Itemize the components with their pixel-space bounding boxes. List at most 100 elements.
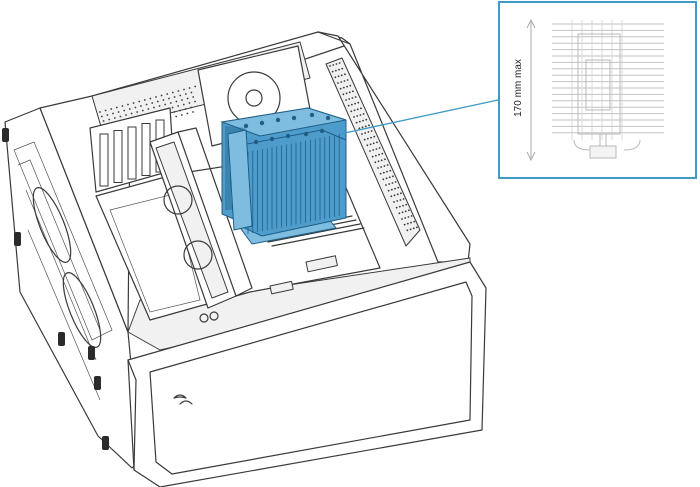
mesh-hole bbox=[352, 90, 354, 93]
vent-hole bbox=[117, 111, 120, 113]
mesh-hole bbox=[329, 65, 331, 67]
vent-hole bbox=[145, 103, 148, 106]
mesh-hole bbox=[406, 229, 409, 232]
mesh-hole bbox=[332, 64, 335, 66]
vent-hole bbox=[171, 106, 174, 109]
heatpipe-cap bbox=[259, 120, 265, 126]
vent-hole bbox=[127, 103, 129, 106]
vent-hole bbox=[108, 118, 111, 121]
vent-hole bbox=[115, 106, 118, 109]
mesh-hole bbox=[372, 142, 375, 145]
cooler-fan bbox=[227, 129, 253, 231]
mesh-hole bbox=[386, 164, 389, 166]
mesh-hole bbox=[357, 101, 360, 104]
mesh-hole bbox=[401, 211, 404, 214]
mesh-hole bbox=[360, 107, 362, 110]
mesh-hole bbox=[408, 209, 410, 212]
mesh-hole bbox=[376, 141, 378, 144]
mesh-hole bbox=[353, 116, 355, 118]
mesh-hole bbox=[361, 126, 364, 129]
mesh-hole bbox=[356, 115, 359, 117]
mesh-hole bbox=[339, 87, 342, 90]
fractal-logo-icon bbox=[173, 394, 193, 405]
side-mesh bbox=[325, 57, 421, 247]
mesh-hole bbox=[400, 192, 402, 195]
vent-hole bbox=[166, 93, 169, 95]
vent-hole bbox=[100, 115, 103, 118]
vent-hole bbox=[130, 112, 133, 115]
vent-hole bbox=[188, 87, 191, 89]
mesh-hole bbox=[378, 147, 381, 149]
mesh-hole bbox=[331, 70, 334, 73]
vent-hole bbox=[177, 105, 180, 107]
heatpipe-cap bbox=[285, 133, 291, 139]
mesh-hole bbox=[386, 170, 388, 173]
front-fans bbox=[13, 141, 113, 401]
mesh-hole bbox=[404, 217, 407, 219]
mesh-hole bbox=[358, 120, 361, 123]
mesh-hole bbox=[338, 62, 341, 64]
mesh-hole bbox=[365, 118, 368, 121]
mesh-hole bbox=[366, 137, 369, 140]
vent-hole bbox=[125, 114, 127, 116]
mesh-hole bbox=[390, 188, 393, 191]
vent-hole bbox=[186, 112, 189, 115]
mesh-hole bbox=[393, 201, 395, 203]
vent-hole bbox=[180, 114, 183, 116]
mesh-hole bbox=[380, 159, 383, 162]
vent-hole bbox=[169, 102, 172, 104]
vent-hole bbox=[121, 105, 124, 107]
heatpipe-cap bbox=[319, 128, 325, 134]
mesh-hole bbox=[361, 133, 363, 135]
vent-hole bbox=[113, 117, 116, 119]
mesh-hole bbox=[384, 158, 386, 161]
vent-hole bbox=[192, 96, 195, 98]
ram-slot bbox=[267, 223, 361, 243]
vent-hole bbox=[99, 111, 101, 113]
mesh-hole bbox=[385, 184, 387, 186]
vent-hole bbox=[141, 109, 144, 112]
mesh-hole bbox=[362, 119, 364, 122]
mesh-hole bbox=[412, 227, 415, 230]
vent-hole bbox=[173, 111, 176, 113]
callout-connector bbox=[339, 99, 499, 135]
vent-hole bbox=[162, 99, 165, 101]
vent-hole bbox=[132, 102, 135, 104]
mesh-hole bbox=[346, 79, 349, 81]
mesh-hole bbox=[367, 131, 370, 133]
case-feet bbox=[2, 128, 109, 450]
mesh-hole bbox=[390, 195, 393, 198]
mesh-hole bbox=[340, 81, 343, 83]
vent-hole bbox=[179, 94, 182, 97]
mesh-hole bbox=[369, 150, 371, 152]
mesh-hole bbox=[356, 108, 359, 111]
vent-hole bbox=[156, 100, 159, 103]
mesh-hole bbox=[383, 165, 386, 167]
mesh-hole bbox=[369, 143, 372, 146]
mesh-hole bbox=[334, 69, 337, 72]
vent-hole bbox=[186, 97, 189, 100]
mesh-hole bbox=[387, 189, 390, 192]
mesh-hole bbox=[366, 144, 369, 147]
mesh-hole bbox=[341, 67, 344, 70]
vent-hole bbox=[188, 102, 191, 104]
heatpipe-cap bbox=[291, 115, 297, 121]
height-label: 170 mm max bbox=[513, 59, 524, 117]
mesh-hole bbox=[372, 149, 375, 151]
expansion-slot-cover bbox=[99, 133, 109, 187]
mesh-hole bbox=[410, 221, 412, 224]
vent-hole bbox=[182, 103, 185, 106]
vent-hole bbox=[164, 103, 167, 106]
mesh-hole bbox=[394, 181, 397, 183]
mesh-hole bbox=[388, 183, 391, 185]
mesh-hole bbox=[340, 74, 343, 77]
mesh-hole bbox=[416, 226, 418, 229]
mesh-hole bbox=[389, 169, 392, 172]
mesh-hole bbox=[353, 109, 356, 112]
mesh-hole bbox=[343, 80, 346, 82]
mesh-hole bbox=[394, 187, 396, 190]
vent-hole bbox=[175, 100, 178, 103]
mesh-hole bbox=[388, 176, 391, 179]
mesh-hole bbox=[399, 199, 402, 201]
